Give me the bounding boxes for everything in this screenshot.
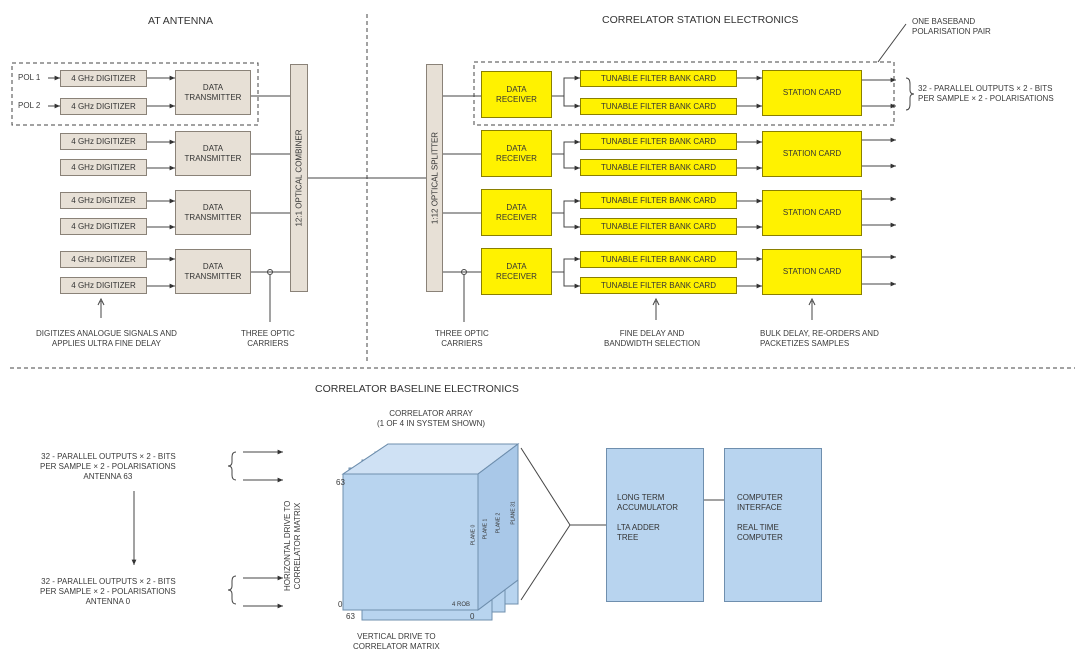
pol1-label: POL 1 xyxy=(18,73,41,82)
station-card: STATION CARD xyxy=(762,249,862,295)
transmitter-line2: TRANSMITTER xyxy=(184,271,242,281)
data-receiver: DATA RECEIVER xyxy=(481,130,552,177)
digitizer-note: DIGITIZES ANALOGUE SIGNALS AND APPLIES U… xyxy=(36,329,177,348)
data-transmitter: DATA TRANSMITTER xyxy=(175,190,251,235)
transmitter-line1: DATA xyxy=(202,82,224,92)
tick-63-bottom: 63 xyxy=(346,612,355,621)
filter-bank-card: TUNABLE FILTER BANK CARD xyxy=(580,70,737,87)
plane-label: PLANE 0 xyxy=(470,524,477,546)
input-antenna-0: 32 - PARALLEL OUTPUTS × 2 - BITS PER SAM… xyxy=(40,577,176,606)
transmitter-line1: DATA xyxy=(202,261,224,271)
station-carriers-note: THREE OPTIC CARRIERS xyxy=(435,329,489,348)
plane-label: PLANE 1 xyxy=(482,518,489,540)
data-transmitter: DATA TRANSMITTER xyxy=(175,249,251,294)
data-transmitter: DATA TRANSMITTER xyxy=(175,70,251,115)
transmitter-line2: TRANSMITTER xyxy=(184,212,242,222)
station-card: STATION CARD xyxy=(762,70,862,116)
fine-delay-note: FINE DELAY AND BANDWIDTH SELECTION xyxy=(604,329,701,348)
optical-combiner: 12:1 OPTICAL COMBINER xyxy=(290,64,308,292)
filter-bank-card: TUNABLE FILTER BANK CARD xyxy=(580,159,737,176)
input-antenna-63: 32 - PARALLEL OUTPUTS × 2 - BITS PER SAM… xyxy=(40,452,176,481)
transmitter-line2: TRANSMITTER xyxy=(184,92,242,102)
station-card: STATION CARD xyxy=(762,190,862,236)
digitizer-box: 4 GHz DIGITIZER xyxy=(60,159,147,176)
title-baseline: CORRELATOR BASELINE ELECTRONICS xyxy=(315,383,519,395)
digitizer-box: 4 GHz DIGITIZER xyxy=(60,251,147,268)
tick-0-bottom: 0 xyxy=(470,612,475,621)
title-at-antenna: AT ANTENNA xyxy=(148,15,213,27)
data-transmitter: DATA TRANSMITTER xyxy=(175,131,251,176)
transmitter-line2: TRANSMITTER xyxy=(184,153,242,163)
digitizer-box: 4 GHz DIGITIZER xyxy=(60,218,147,235)
filter-bank-card: TUNABLE FILTER BANK CARD xyxy=(580,192,737,209)
splitter-label: 1:12 OPTICAL SPLITTER xyxy=(430,131,439,225)
filter-bank-card: TUNABLE FILTER BANK CARD xyxy=(580,251,737,268)
filter-bank-card: TUNABLE FILTER BANK CARD xyxy=(580,277,737,294)
filter-bank-card: TUNABLE FILTER BANK CARD xyxy=(580,133,737,150)
baseband-note: ONE BASEBAND POLARISATION PAIR xyxy=(912,17,991,36)
data-receiver: DATA RECEIVER xyxy=(481,71,552,118)
digitizer-box: 4 GHz DIGITIZER xyxy=(60,277,147,294)
vertical-drive-label: VERTICAL DRIVE TO CORRELATOR MATRIX xyxy=(353,632,440,651)
digitizer-box: 4 GHz DIGITIZER xyxy=(60,133,147,150)
computer-interface: COMPUTER INTERFACE REAL TIME COMPUTER xyxy=(724,448,822,602)
transmitter-line1: DATA xyxy=(202,202,224,212)
long-term-accumulator: LONG TERM ACCUMULATOR LTA ADDER TREE xyxy=(606,448,704,602)
tick-0-left: 0 xyxy=(338,600,343,609)
digitizer-box: 4 GHz DIGITIZER xyxy=(60,192,147,209)
plane-label: PLANE 31 xyxy=(510,501,517,525)
outputs-note: 32 - PARALLEL OUTPUTS × 2 - BITS PER SAM… xyxy=(918,84,1054,103)
tick-63-left: 63 xyxy=(336,478,345,487)
filter-bank-card: TUNABLE FILTER BANK CARD xyxy=(580,218,737,235)
station-card: STATION CARD xyxy=(762,131,862,177)
transmitter-line1: DATA xyxy=(202,143,224,153)
combiner-label: 12:1 OPTICAL COMBINER xyxy=(294,129,304,227)
digitizer-box: 4 GHz DIGITIZER xyxy=(60,70,147,87)
pol2-label: POL 2 xyxy=(18,101,41,110)
antenna-carriers-note: THREE OPTIC CARRIERS xyxy=(241,329,295,348)
horizontal-drive-label: HORIZONTAL DRIVE TO CORRELATOR MATRIX xyxy=(283,500,302,591)
filter-bank-card: TUNABLE FILTER BANK CARD xyxy=(580,98,737,115)
title-correlator-station: CORRELATOR STATION ELECTRONICS xyxy=(602,14,799,26)
correlator-array-title: CORRELATOR ARRAY (1 OF 4 IN SYSTEM SHOWN… xyxy=(377,409,486,428)
optical-splitter: 1:12 OPTICAL SPLITTER xyxy=(426,64,443,292)
digitizer-box: 4 GHz DIGITIZER xyxy=(60,98,147,115)
plane-label: PLANE 2 xyxy=(495,512,502,534)
data-receiver: DATA RECEIVER xyxy=(481,189,552,236)
rob-label: 4 ROB xyxy=(452,602,471,608)
bulk-delay-note: BULK DELAY, RE-ORDERS AND PACKETIZES SAM… xyxy=(760,329,879,348)
data-receiver: DATA RECEIVER xyxy=(481,248,552,295)
